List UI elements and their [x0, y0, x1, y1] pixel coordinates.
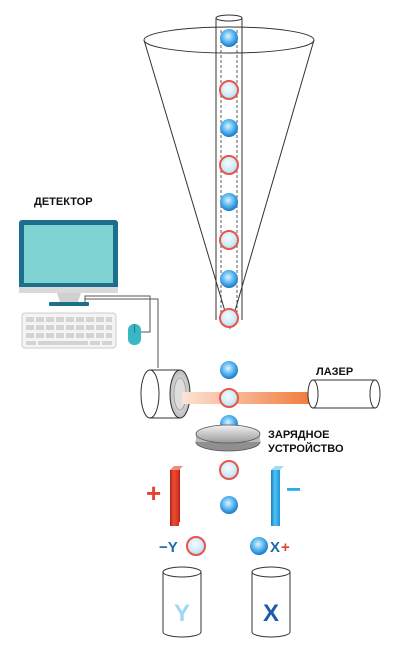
- collection-tube-y: [162, 566, 202, 638]
- x-plus-sign: +: [281, 539, 290, 556]
- plate-plus-sign: +: [146, 478, 161, 508]
- droplet-blue: [220, 270, 238, 288]
- collection-tube-x: [251, 566, 291, 638]
- keyboard-icon: [21, 312, 117, 349]
- tube-x-letter: X: [263, 600, 279, 627]
- laser-droplets: [219, 361, 239, 433]
- charging-ring-icon: [195, 424, 261, 452]
- detector-label: ДЕТЕКТОР: [34, 196, 93, 208]
- deflected-droplets: [219, 460, 239, 514]
- droplet-blue: [220, 361, 238, 379]
- plate-minus-sign: −: [286, 474, 301, 504]
- charger-label-line1: ЗАРЯДНОЕ: [268, 429, 329, 441]
- nozzle-droplets: [219, 29, 239, 328]
- positive-plate-icon: [170, 466, 183, 526]
- laser-beam: [182, 392, 312, 404]
- droplet-charged-red: [219, 80, 239, 100]
- laser-icon: [307, 379, 381, 409]
- x-plus-letter: X: [270, 539, 280, 556]
- minus-y-label: −Y: [159, 539, 178, 556]
- tube-y-letter: Y: [174, 600, 190, 627]
- droplet-charged-red: [219, 155, 239, 175]
- droplet-charged-red: [219, 460, 239, 480]
- detector-cables: [84, 295, 159, 368]
- droplet-blue: [220, 119, 238, 137]
- charger-label-line2: УСТРОЙСТВО: [268, 442, 344, 455]
- droplet-charged-red: [219, 308, 239, 328]
- monitor-icon: [19, 220, 118, 306]
- droplet-blue: [250, 537, 268, 555]
- mouse-icon: [128, 324, 141, 345]
- droplet-charged-red: [186, 536, 206, 556]
- droplet-blue: [220, 496, 238, 514]
- droplet-blue: [220, 193, 238, 211]
- droplet-charged-red: [219, 230, 239, 250]
- negative-plate-icon: [271, 466, 284, 526]
- droplet-charged-red: [219, 388, 239, 408]
- droplet-blue: [220, 29, 238, 47]
- laser-label: ЛАЗЕР: [316, 366, 353, 378]
- photodetector-icon: [140, 369, 191, 419]
